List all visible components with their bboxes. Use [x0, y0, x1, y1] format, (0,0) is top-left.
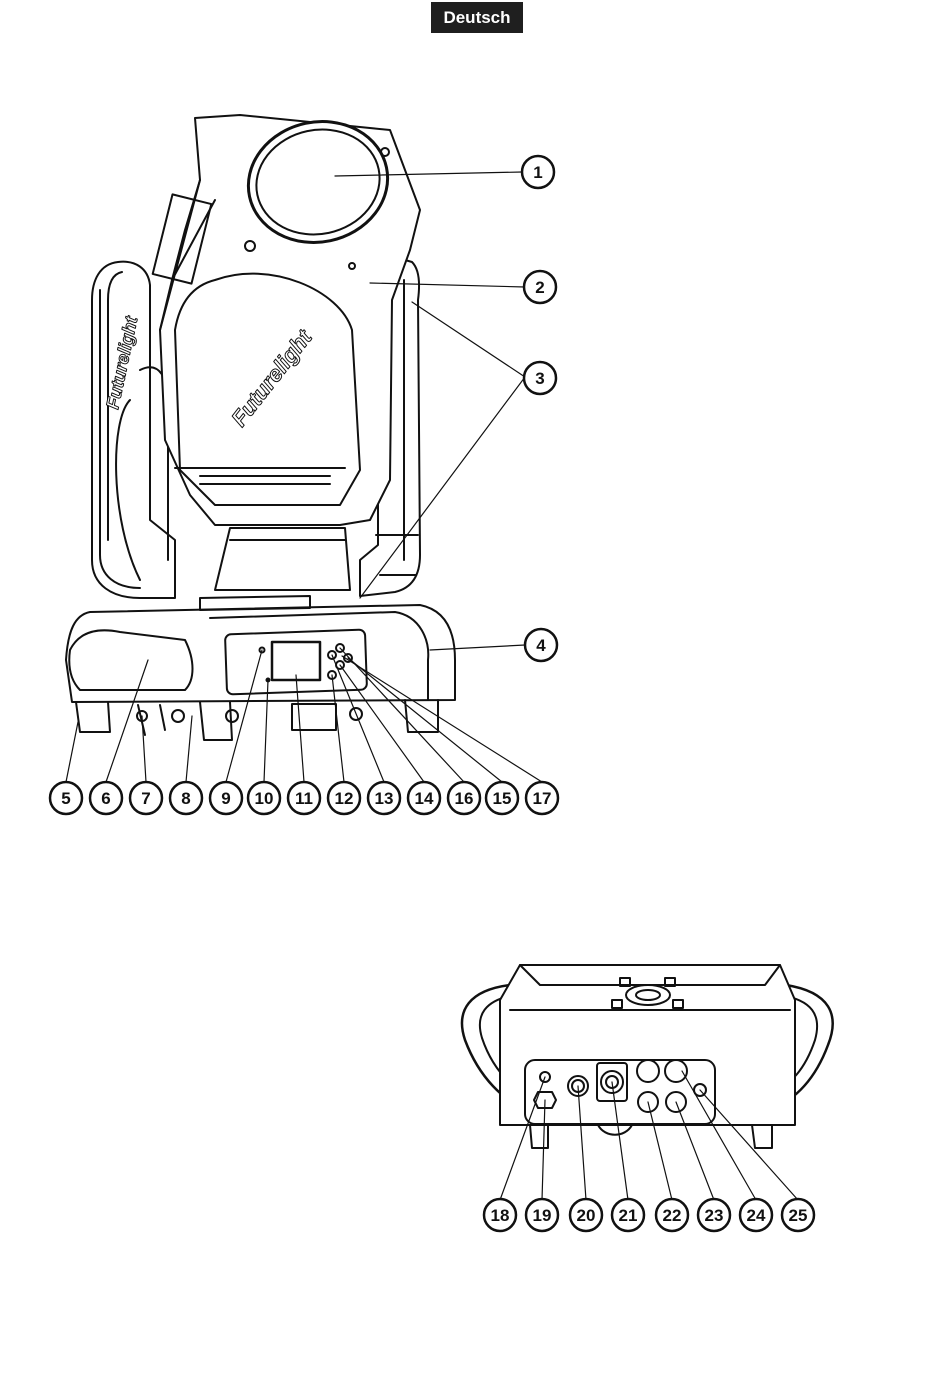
- callout-number: 5: [61, 789, 70, 808]
- callout-8: 8: [170, 782, 202, 814]
- callout-number: 2: [535, 278, 544, 297]
- callout-17: 17: [526, 782, 558, 814]
- rear-view: [462, 965, 833, 1200]
- callout-21: 21: [612, 1199, 644, 1231]
- callout-6: 6: [90, 782, 122, 814]
- yoke-arm-left: [92, 262, 175, 598]
- callout-number: 16: [455, 789, 474, 808]
- callout-number: 24: [747, 1206, 766, 1225]
- callout-19: 19: [526, 1199, 558, 1231]
- callout-number: 1: [533, 163, 542, 182]
- callout-2: 2: [524, 271, 556, 303]
- callout-16: 16: [448, 782, 480, 814]
- callout-13: 13: [368, 782, 400, 814]
- callout-20: 20: [570, 1199, 602, 1231]
- callout-15: 15: [486, 782, 518, 814]
- callout-12: 12: [328, 782, 360, 814]
- callout-11: 11: [288, 782, 320, 814]
- callout-9: 9: [210, 782, 242, 814]
- callout-number: 23: [705, 1206, 724, 1225]
- callout-number: 18: [491, 1206, 510, 1225]
- callout-18: 18: [484, 1199, 516, 1231]
- callout-23: 23: [698, 1199, 730, 1231]
- callout-number: 8: [181, 789, 190, 808]
- callout-24: 24: [740, 1199, 772, 1231]
- callout-number: 15: [493, 789, 512, 808]
- callout-number: 19: [533, 1206, 552, 1225]
- callout-number: 4: [536, 636, 546, 655]
- callout-number: 14: [415, 789, 434, 808]
- callout-number: 17: [533, 789, 552, 808]
- callout-5: 5: [50, 782, 82, 814]
- callout-number: 12: [335, 789, 354, 808]
- callout-number: 7: [141, 789, 150, 808]
- callout-1: 1: [522, 156, 554, 188]
- callout-10: 10: [248, 782, 280, 814]
- base-housing: [66, 596, 455, 740]
- callout-number: 3: [535, 369, 544, 388]
- callout-number: 13: [375, 789, 394, 808]
- callout-25: 25: [782, 1199, 814, 1231]
- callout-7: 7: [130, 782, 162, 814]
- front-view: Futurelight Futurelight: [66, 109, 542, 782]
- callout-number: 11: [295, 789, 313, 808]
- callout-3: 3: [524, 362, 556, 394]
- callout-number: 10: [255, 789, 274, 808]
- callout-number: 25: [789, 1206, 808, 1225]
- callout-number: 20: [577, 1206, 596, 1225]
- callout-number: 22: [663, 1206, 682, 1225]
- callout-number: 21: [619, 1206, 638, 1225]
- callout-14: 14: [408, 782, 440, 814]
- callout-22: 22: [656, 1199, 688, 1231]
- callout-4: 4: [525, 629, 557, 661]
- callout-number: 6: [101, 789, 110, 808]
- callout-number: 9: [221, 789, 230, 808]
